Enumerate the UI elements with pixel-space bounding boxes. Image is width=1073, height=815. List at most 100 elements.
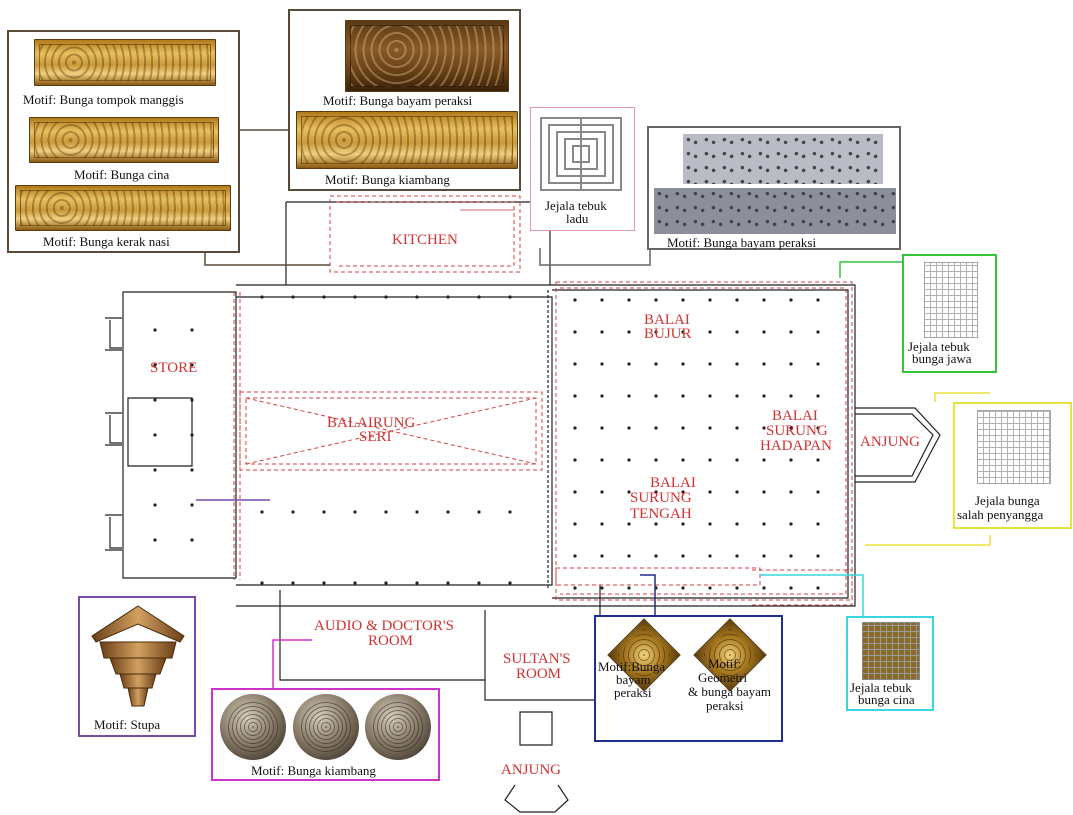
column-dot — [762, 458, 766, 462]
caption-geometri-line2: Geometri — [698, 670, 748, 685]
column-dot — [627, 458, 631, 462]
column-dot — [153, 363, 157, 367]
motif-group-top: Motif: Bunga bayam peraksi Motif: Bunga … — [288, 9, 521, 191]
column-dot — [762, 586, 766, 590]
carving-tompok-image — [34, 39, 216, 86]
column-dot — [654, 330, 658, 334]
room-store: STORE — [150, 360, 198, 376]
column-dot — [708, 330, 712, 334]
column-dot — [291, 581, 295, 585]
motif-jawa-frame: Jejala tebuk bunga jawa — [902, 254, 997, 373]
column-dot — [762, 330, 766, 334]
bayam-grey-lower-image — [654, 188, 896, 234]
kiambang-coin-1-image — [220, 694, 286, 760]
column-dot — [600, 522, 604, 526]
column-dot — [816, 554, 820, 558]
column-dot — [190, 433, 194, 437]
column-dot — [654, 490, 658, 494]
column-dot — [708, 458, 712, 462]
column-dot — [654, 554, 658, 558]
column-dot — [384, 510, 388, 514]
room-sultan-line2: ROOM — [516, 666, 562, 682]
column-dot — [735, 490, 739, 494]
column-dot — [762, 394, 766, 398]
caption-tebuk-cina-line2: bunga cina — [858, 692, 915, 707]
column-dot — [600, 394, 604, 398]
column-dot — [627, 490, 631, 494]
column-dot — [735, 394, 739, 398]
room-surung-tengah-line2: SURUNG — [630, 490, 692, 506]
column-dot — [681, 298, 685, 302]
column-dot — [153, 538, 157, 542]
column-dot — [260, 581, 264, 585]
column-dot — [573, 586, 577, 590]
column-dot — [789, 330, 793, 334]
column-dot — [735, 426, 739, 430]
column-dot — [654, 458, 658, 462]
column-dot — [816, 586, 820, 590]
column-dot — [708, 298, 712, 302]
column-dot — [477, 581, 481, 585]
caption-geometri-line3: & bunga bayam — [688, 684, 772, 699]
column-dot — [600, 330, 604, 334]
caption-jawa-line2: bunga jawa — [912, 351, 972, 366]
column-dot — [816, 394, 820, 398]
column-dot — [789, 362, 793, 366]
column-dot — [789, 554, 793, 558]
column-dot — [681, 426, 685, 430]
column-dot — [762, 522, 766, 526]
column-dot — [291, 295, 295, 299]
column-dot — [190, 398, 194, 402]
column-dot — [260, 295, 264, 299]
room-surung-tengah-line3: TENGAH — [630, 506, 692, 522]
motif-bayam-grey-frame: Motif: Bunga bayam peraksi — [647, 126, 901, 250]
column-dot — [600, 298, 604, 302]
motif-diamonds-frame: Motif:Bunga bayam peraksi Motif: Geometr… — [594, 615, 783, 742]
caption-tompok: Motif: Bunga tompok manggis — [23, 92, 184, 107]
column-dot — [789, 394, 793, 398]
column-dot — [816, 362, 820, 366]
column-dot — [708, 362, 712, 366]
column-dot — [415, 510, 419, 514]
room-audio-line1: AUDIO & DOCTOR'S — [314, 618, 454, 634]
column-dot — [789, 522, 793, 526]
room-kitchen: KITCHEN — [392, 232, 458, 248]
column-dot — [789, 426, 793, 430]
column-dot — [762, 362, 766, 366]
room-anjung-bottom: ANJUNG — [501, 762, 561, 778]
column-dot — [762, 490, 766, 494]
store-wall — [122, 291, 237, 579]
column-dot — [600, 490, 604, 494]
column-dot — [681, 458, 685, 462]
column-dot — [353, 581, 357, 585]
salah-lattice-image — [977, 410, 1051, 484]
caption-kiambang-top: Motif: Bunga kiambang — [325, 172, 450, 187]
caption-bayam-grey: Motif: Bunga bayam peraksi — [667, 235, 817, 250]
column-dot — [789, 586, 793, 590]
motif-tebuk-cina-frame: Jejala tebuk bunga cina — [846, 616, 934, 711]
column-dot — [190, 503, 194, 507]
column-dot — [600, 426, 604, 430]
column-dot — [291, 510, 295, 514]
column-dot — [627, 298, 631, 302]
column-dot — [654, 298, 658, 302]
column-dot — [153, 398, 157, 402]
column-dot — [190, 468, 194, 472]
column-dot — [816, 426, 820, 430]
column-dot — [446, 510, 450, 514]
column-dot — [153, 503, 157, 507]
column-dot — [627, 586, 631, 590]
column-dot — [260, 510, 264, 514]
column-dot — [508, 510, 512, 514]
caption-kiambang-bottom: Motif: Bunga kiambang — [251, 763, 376, 778]
column-dot — [708, 586, 712, 590]
column-dot — [735, 522, 739, 526]
column-dot — [384, 581, 388, 585]
column-dot — [762, 426, 766, 430]
column-dot — [789, 298, 793, 302]
column-dot — [508, 581, 512, 585]
column-dot — [600, 586, 604, 590]
column-dot — [681, 554, 685, 558]
